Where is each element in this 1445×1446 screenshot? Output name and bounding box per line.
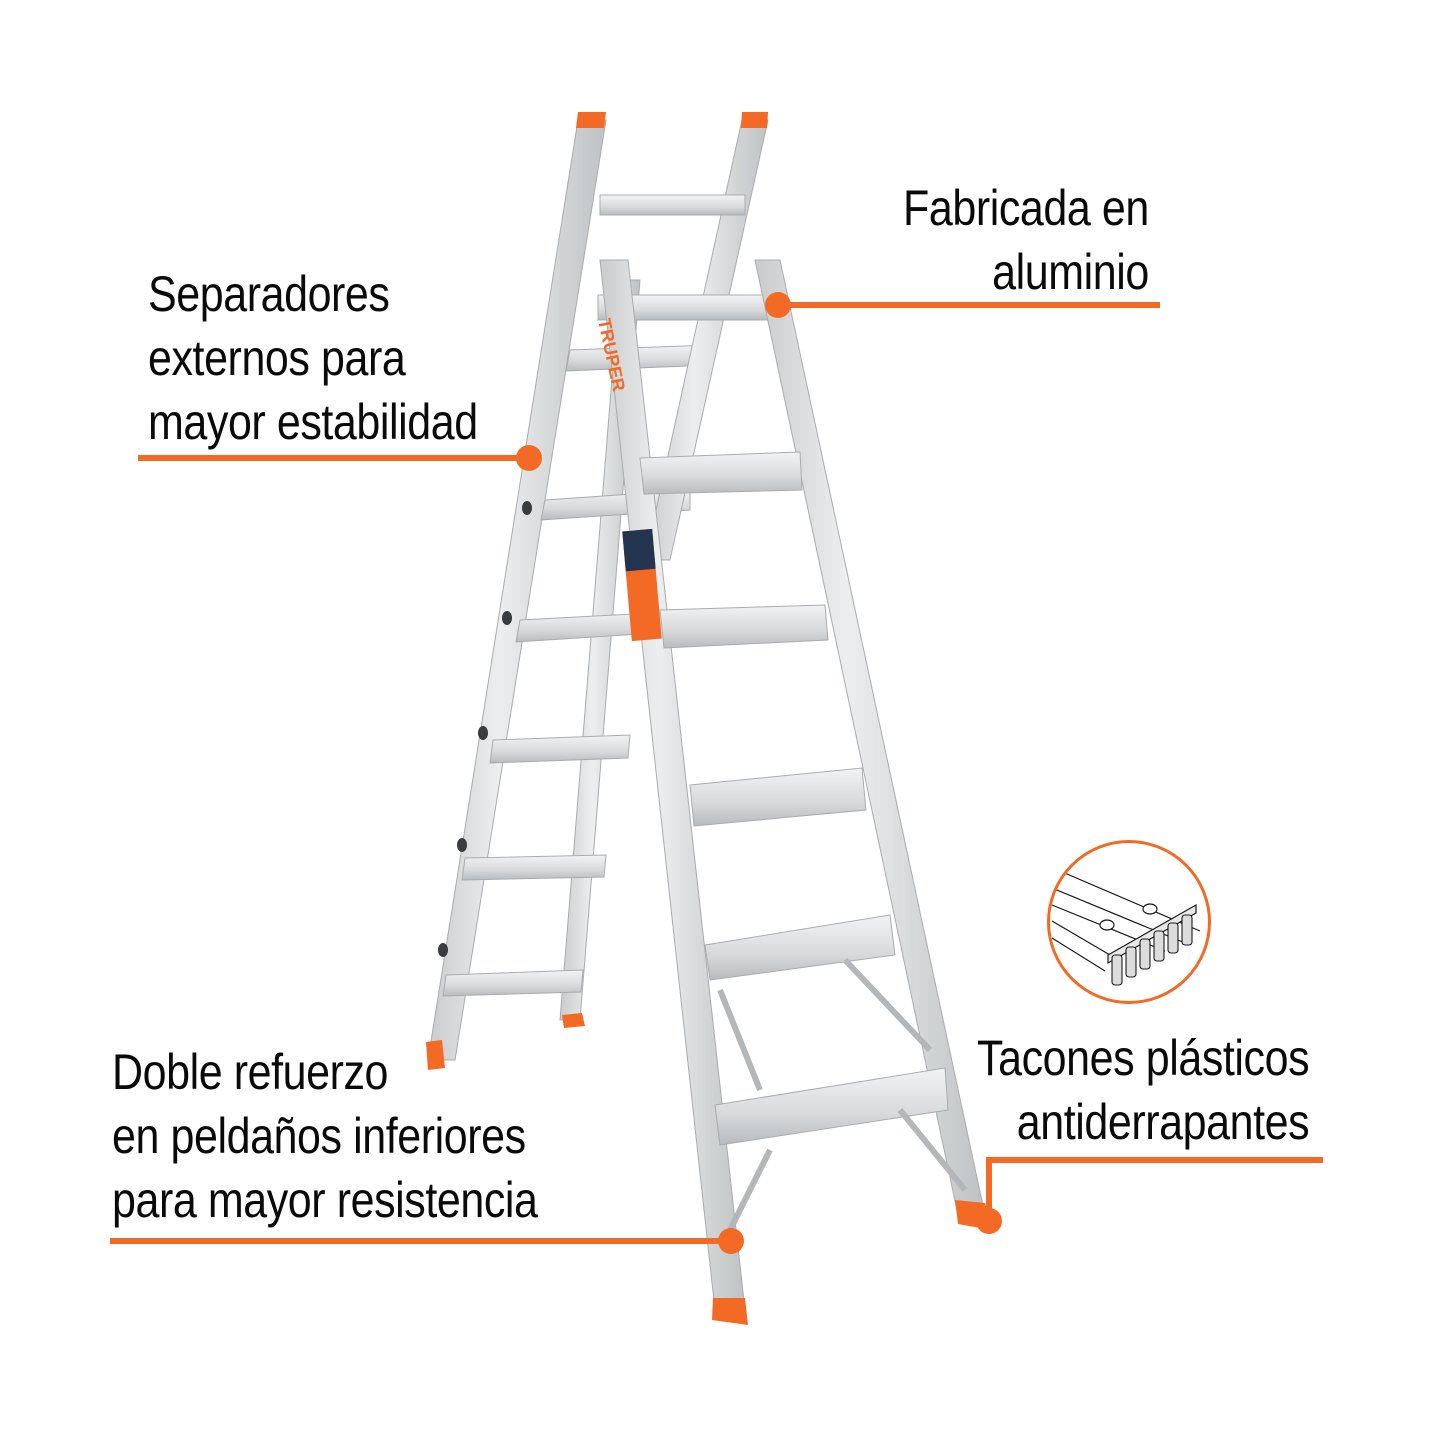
callout-dot-icon xyxy=(976,1208,1002,1234)
callout-aluminum: Fabricada en aluminio xyxy=(903,176,1149,304)
callout-line: Fabricada en xyxy=(903,180,1149,236)
leader-line-nonslip xyxy=(986,1157,1323,1163)
callout-dot-icon xyxy=(765,292,791,318)
callout-dot-icon xyxy=(516,445,542,471)
callout-line: Separadores xyxy=(148,266,390,322)
leader-line-aluminum xyxy=(778,302,1160,308)
leader-line-reinforcement xyxy=(110,1238,730,1244)
callout-dot-icon xyxy=(718,1228,744,1254)
callout-reinforcement: Doble refuerzo en peldaños inferiores pa… xyxy=(112,1040,538,1232)
callout-line: Tacones plásticos xyxy=(976,1030,1310,1086)
callout-line: externos para xyxy=(148,330,406,386)
callout-nonslip-feet: Tacones plásticos antiderrapantes xyxy=(976,1026,1310,1154)
callout-line: antiderrapantes xyxy=(1016,1094,1310,1150)
callout-line: aluminio xyxy=(992,244,1149,300)
leader-line-nonslip-vertical xyxy=(986,1157,992,1217)
callout-line: mayor estabilidad xyxy=(148,394,478,450)
front-section: TRUPER xyxy=(594,259,992,1325)
callout-line: para mayor resistencia xyxy=(112,1172,538,1228)
callout-separators: Separadores externos para mayor estabili… xyxy=(148,262,478,454)
callout-line: Doble refuerzo xyxy=(112,1044,389,1100)
callout-line: en peldaños inferiores xyxy=(112,1108,526,1164)
nonslip-foot-detail-icon xyxy=(1047,840,1211,1004)
leader-line-separators xyxy=(138,455,530,461)
rear-section xyxy=(426,112,713,1070)
top-section xyxy=(597,112,781,561)
